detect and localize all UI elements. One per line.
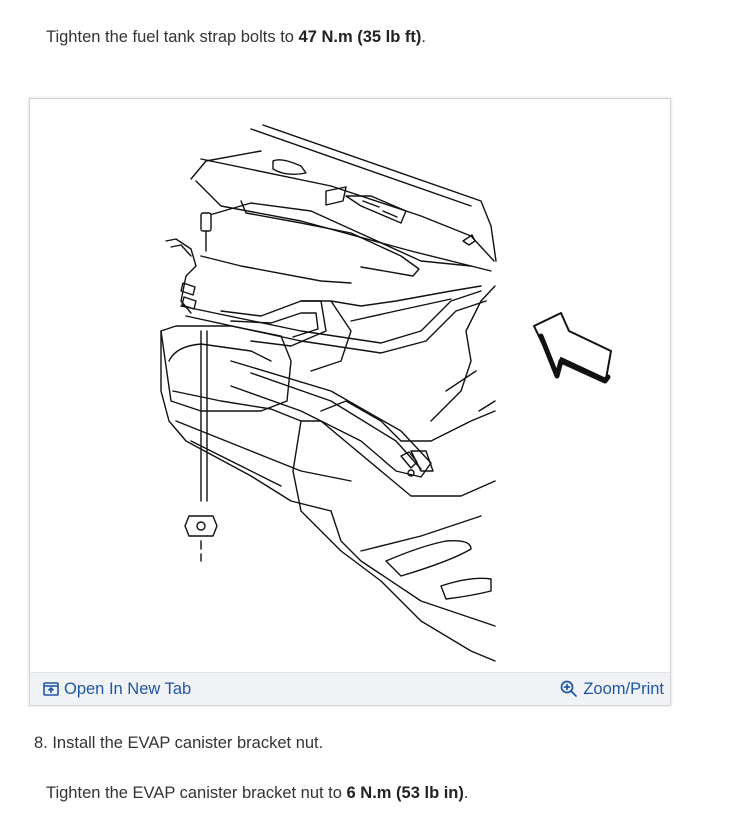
torque-value: 6 N.m (53 lb in) (346, 784, 464, 802)
zoom-print-label: Zoom/Print (583, 680, 664, 698)
torque-instruction-evap-bracket: Tighten the EVAP canister bracket nut to… (46, 782, 468, 804)
figure-container: Open In New Tab Zoom/Print (29, 98, 671, 706)
instruction-period: . (421, 28, 426, 46)
torque-value: 47 N.m (35 lb ft) (298, 28, 422, 46)
zoom-print-link[interactable]: Zoom/Print (560, 679, 664, 699)
torque-instruction-fuel-tank-strap: Tighten the fuel tank strap bolts to 47 … (46, 26, 426, 48)
figure-toolbar: Open In New Tab Zoom/Print (30, 672, 670, 705)
open-in-new-tab-link[interactable]: Open In New Tab (43, 679, 191, 699)
open-in-new-tab-icon (43, 682, 59, 696)
instruction-text: Tighten the fuel tank strap bolts to (46, 28, 299, 46)
fuel-tank-strap-illustration[interactable] (31, 100, 669, 672)
open-in-new-tab-label: Open In New Tab (64, 680, 192, 698)
zoom-in-icon (560, 680, 578, 697)
instruction-period: . (463, 784, 469, 802)
step-8-instruction: 8. Install the EVAP canister bracket nut… (34, 734, 324, 752)
instruction-text: Tighten the EVAP canister bracket nut to (46, 784, 347, 802)
